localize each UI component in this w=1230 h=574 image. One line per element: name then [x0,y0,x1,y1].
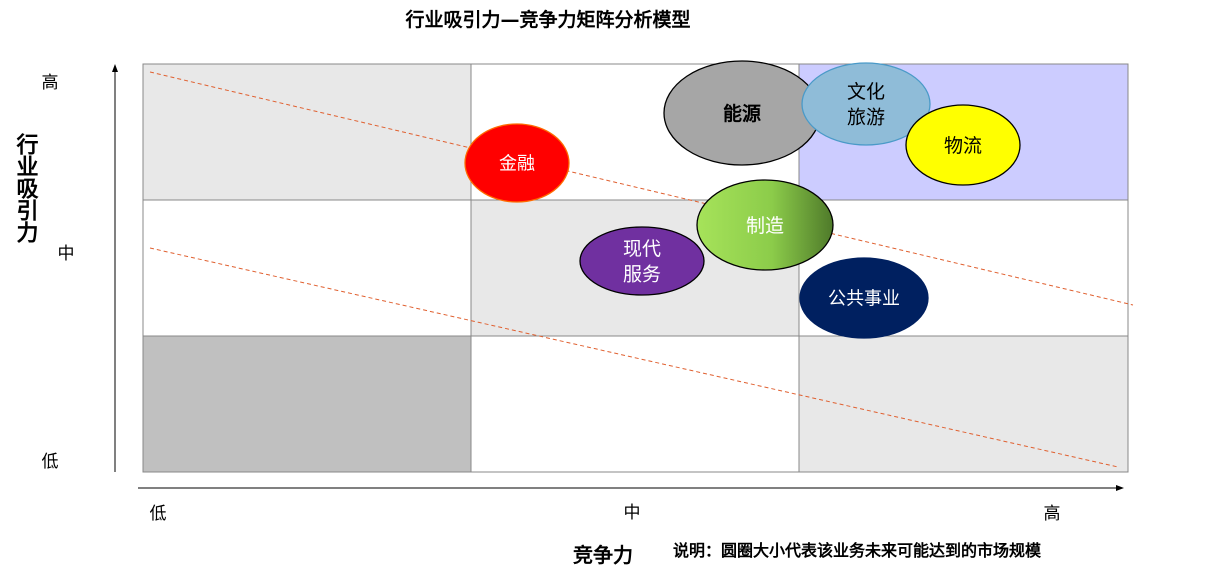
bubble-modern-services-shape [579,226,705,296]
cell-high-low [142,63,472,201]
bubble-manufacturing-label: 制造 [746,215,784,237]
y-axis-label: 行业吸引力 [13,132,40,244]
upper-trend-line [149,71,1134,306]
bubble-logistics: 物流 [905,104,1021,186]
x-axis-label: 竞争力 [573,543,633,567]
bubble-finance-shape [464,123,570,203]
diagram-title: 行业吸引力—竞争力矩阵分析模型 [404,8,690,31]
bubble-logistics-shape [905,104,1021,186]
cell-low-mid [470,335,800,473]
bubble-manufacturing: 制造 [696,179,834,271]
y-tick-mid: 中 [58,244,75,264]
bubble-public-utilities: 公共事业 [799,257,929,339]
x-tick-low: 低 [150,504,167,524]
bubble-modern-services-label: 服务 [623,264,661,286]
bubble-logistics-label: 物流 [944,135,982,157]
lower-trend-line [149,247,1119,468]
bubble-public-utilities-label: 公共事业 [828,288,900,309]
x-tick-high: 高 [1044,504,1061,524]
bubble-culture-tourism-label: 旅游 [847,107,885,129]
cell-mid-low [142,199,472,337]
legend-note: 说明：圆圈大小代表该业务未来可能达到的市场规模 [673,541,1042,560]
bubble-manufacturing-shape [696,179,834,271]
x-tick-mid: 中 [624,503,641,523]
cell-low-high [798,335,1129,473]
bubble-energy: 能源 [663,60,821,166]
bubble-public-utilities-shape [799,257,929,339]
y-tick-high: 高 [42,73,59,93]
bubble-finance-label: 金融 [499,153,535,174]
bubble-culture-tourism-label: 文化 [847,81,885,103]
bubble-energy-label: 能源 [723,102,761,125]
bubble-culture-tourism-shape [801,62,931,146]
bubble-modern-services-label: 现代 [623,238,661,260]
cell-low-low [142,335,472,473]
bubble-finance: 金融 [464,123,570,203]
y-tick-low: 低 [42,452,59,472]
